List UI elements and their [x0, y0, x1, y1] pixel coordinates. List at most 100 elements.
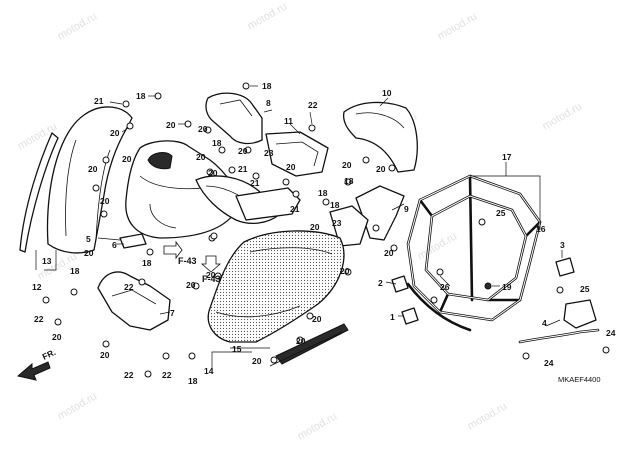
callout-18: 18	[318, 188, 328, 198]
front-cowl-vent	[147, 152, 173, 170]
callout-15: 15	[232, 344, 242, 354]
callout-20: 20	[312, 314, 322, 324]
leader-lines	[35, 85, 563, 374]
callout-18: 18	[330, 200, 340, 210]
callout-13: 13	[42, 256, 52, 266]
callout-12: 12	[32, 282, 42, 292]
callout-20: 20	[206, 270, 216, 280]
bracket-edge	[275, 141, 319, 167]
callout-14: 14	[204, 366, 214, 376]
front-cover-edge	[249, 247, 333, 255]
callout-1: 1	[390, 312, 395, 322]
bracket-part-8	[205, 92, 263, 145]
watermark-text: motod.ru	[56, 10, 100, 42]
frame-assembly-part-16	[406, 174, 542, 332]
callout-22: 22	[308, 100, 318, 110]
watermark-text: motod.ru	[56, 390, 100, 422]
callout-18: 18	[70, 266, 80, 276]
callout-20: 20	[166, 120, 176, 130]
callout-18: 18	[142, 258, 152, 268]
callout-25: 25	[496, 208, 506, 218]
watermark-text: motod.ru	[466, 400, 510, 432]
callout-20: 20	[252, 356, 262, 366]
watermark-text: motod.ru	[246, 0, 290, 32]
callout-5: 5	[86, 234, 91, 244]
callout-4: 4	[542, 318, 547, 328]
callout-16: 16	[536, 224, 546, 234]
callout-11: 11	[284, 116, 293, 126]
callout-22: 22	[162, 370, 172, 380]
callout-numbers: 18 18 21 20 20 20 20 20 20 18 20 20 20 2…	[32, 81, 616, 386]
callout-17: 17	[502, 152, 512, 162]
callout-20: 20	[310, 222, 320, 232]
nut-part-19	[484, 282, 492, 290]
callout-24: 24	[544, 358, 554, 368]
callout-20: 20	[84, 248, 94, 258]
watermark-text: motod.ru	[541, 100, 585, 132]
callout-18: 18	[212, 138, 222, 148]
callout-20: 20	[286, 162, 296, 172]
callout-20: 20	[340, 266, 350, 276]
callout-10: 10	[382, 88, 392, 98]
front-cover-part-15	[207, 230, 345, 343]
callout-25: 25	[580, 284, 590, 294]
callout-23: 23	[264, 148, 274, 158]
callout-20: 20	[342, 160, 352, 170]
callout-20: 20	[186, 280, 196, 290]
callout-2: 2	[378, 278, 383, 288]
bracket-part-4-mount	[563, 299, 597, 329]
reference-arrow-f43: F-43	[163, 240, 197, 266]
callout-18: 18	[262, 81, 272, 91]
callout-22: 22	[34, 314, 44, 324]
callout-22: 22	[124, 370, 134, 380]
front-label: FR.	[41, 347, 58, 362]
reference-label-f43: F-43	[202, 274, 221, 284]
fasteners	[42, 82, 610, 378]
callout-20: 20	[208, 168, 218, 178]
callout-18: 18	[188, 376, 198, 386]
callout-20: 20	[88, 164, 98, 174]
callout-20: 20	[198, 124, 208, 134]
callout-21: 21	[290, 204, 300, 214]
watermark-text: motod.ru	[436, 10, 480, 42]
callout-20: 20	[122, 154, 132, 164]
callout-20: 20	[384, 248, 394, 258]
callout-8: 8	[266, 98, 271, 108]
lower-bracket-part-7	[97, 271, 171, 331]
callout-20: 20	[238, 146, 248, 156]
callout-6: 6	[112, 240, 117, 250]
watermark-text: motod.ru	[296, 410, 340, 442]
side-cover-edge	[95, 149, 111, 241]
callout-22: 22	[124, 282, 134, 292]
clip-part-6	[119, 233, 147, 249]
bracket-part-11	[265, 131, 329, 177]
callout-19: 19	[502, 282, 512, 292]
callout-21: 21	[94, 96, 104, 106]
callout-3: 3	[560, 240, 565, 250]
front-cowl-edge	[149, 203, 177, 229]
nut-part-2	[391, 275, 409, 293]
callout-23: 23	[332, 218, 342, 228]
side-cover-part-13	[46, 106, 133, 254]
top-cover-edge	[355, 112, 405, 129]
watermark-layer: motod.ru motod.ru motod.ru motod.ru moto…	[16, 0, 585, 442]
reference-arrow-f43: F-43	[200, 255, 222, 284]
callout-20: 20	[100, 350, 110, 360]
watermark-text: motod.ru	[416, 230, 460, 262]
callout-20: 20	[296, 336, 306, 346]
nut-part-1	[401, 307, 419, 325]
trim-edge	[269, 331, 343, 367]
callout-9: 9	[404, 204, 409, 214]
lower-bracket-edge	[111, 289, 157, 305]
top-cover-part-10	[342, 101, 418, 173]
callout-20: 20	[100, 196, 110, 206]
trim-strip-part-12	[19, 132, 59, 253]
callout-18: 18	[344, 176, 354, 186]
callout-21: 21	[250, 178, 260, 188]
callout-20: 20	[52, 332, 62, 342]
callout-20: 20	[110, 128, 120, 138]
callout-7: 7	[170, 308, 175, 318]
callout-20: 20	[376, 164, 386, 174]
diagram-code: MKAEF4400	[558, 375, 601, 384]
front-cover-edge	[215, 305, 301, 318]
